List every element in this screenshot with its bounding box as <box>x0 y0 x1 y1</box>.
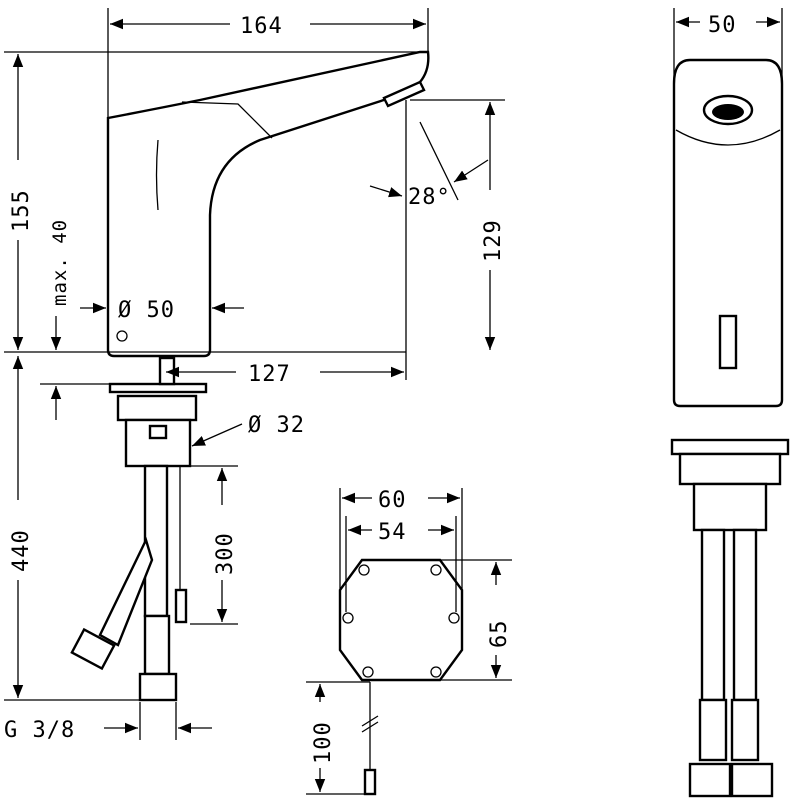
front-nut-right <box>730 762 774 798</box>
shank <box>158 356 176 386</box>
dim-projection-127: 127 <box>248 362 291 387</box>
dim-box-65: 65 <box>487 620 512 649</box>
control-box-view: 60 54 65 100 <box>306 488 512 796</box>
hose-nut <box>138 672 178 702</box>
dim-hose-300: 300 <box>213 532 238 575</box>
cable-connector <box>363 768 377 796</box>
dim-width-164: 164 <box>240 14 283 39</box>
dim-thread-g38: G 3/8 <box>4 718 75 743</box>
sensor-dot <box>116 330 128 342</box>
front-body <box>672 58 784 408</box>
dim-box-60: 60 <box>378 488 407 513</box>
sensor-window <box>718 314 738 370</box>
base-plate <box>108 382 208 394</box>
front-hose-right <box>732 528 758 702</box>
dim-box-54: 54 <box>378 520 407 545</box>
supply-hose <box>143 464 169 618</box>
dim-angle-28: 28° <box>408 185 451 210</box>
hose-nut-2 <box>70 627 116 671</box>
dim-spout-height-129: 129 <box>481 219 506 262</box>
body-highlight <box>155 139 159 211</box>
faucet-side-view: 164 155 max. 40 Ø 50 129 28° 127 Ø <box>4 8 506 743</box>
faucet-body <box>106 50 430 358</box>
dim-diameter-50: Ø 50 <box>118 298 175 323</box>
front-nut-left <box>688 762 732 798</box>
front-hose-left <box>700 528 726 702</box>
dim-hole-32: Ø 32 <box>248 413 305 438</box>
aerator <box>382 80 426 108</box>
faucet-front-view: 50 <box>670 8 790 798</box>
dim-height-155: 155 <box>9 189 34 232</box>
mounting-nut <box>116 394 198 422</box>
dim-below-440: 440 <box>9 529 34 572</box>
control-box-body <box>338 558 464 682</box>
supply-hose-2 <box>98 536 154 647</box>
dim-max-40: max. 40 <box>49 219 71 306</box>
dim-cable-100: 100 <box>311 721 336 764</box>
cable-plug <box>174 588 188 624</box>
front-bracket <box>692 482 768 532</box>
body-edge <box>181 101 273 139</box>
dim-front-50: 50 <box>708 13 737 38</box>
front-base-plate <box>670 438 790 456</box>
